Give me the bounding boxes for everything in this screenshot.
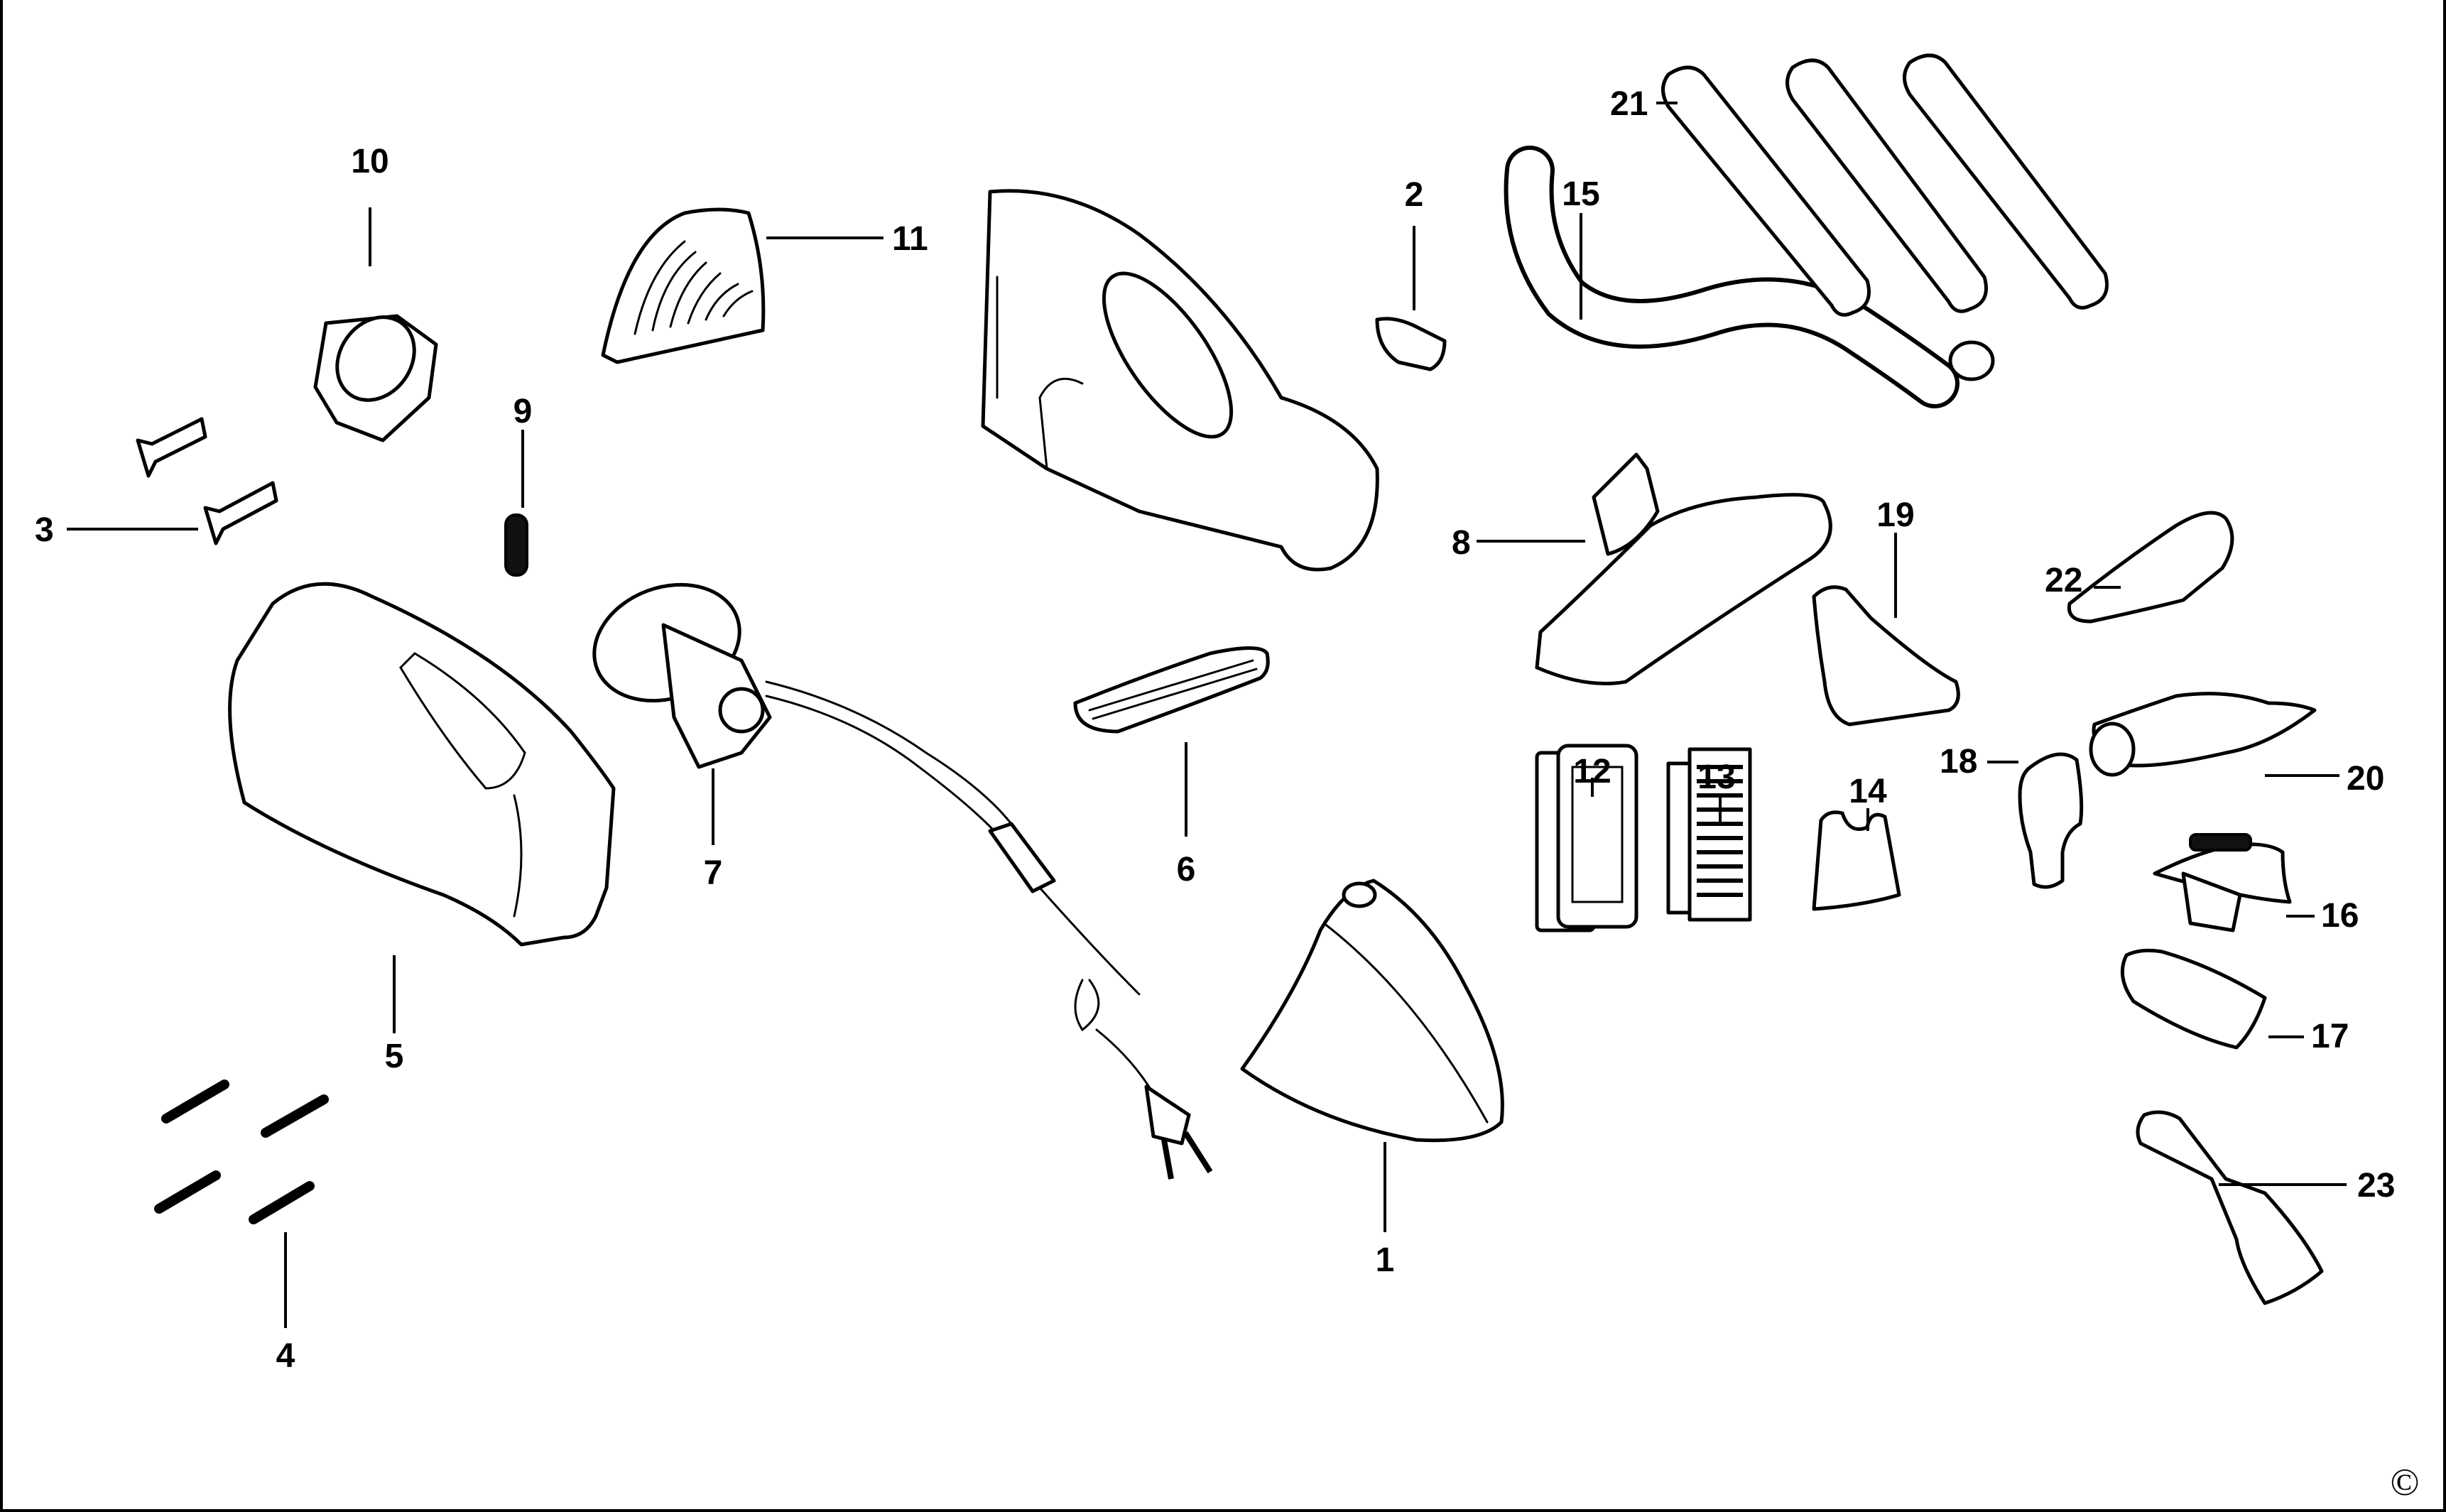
part-2-switch[interactable]: [1375, 317, 1447, 371]
part-7-motor-cord[interactable]: [578, 565, 1213, 1180]
part-18-adapter[interactable]: [2018, 752, 2084, 889]
callout-6: 6: [1177, 851, 1196, 888]
part-13-pleated-filter[interactable]: [1666, 747, 1752, 922]
part-8-floor-nozzle[interactable]: [1535, 452, 1832, 685]
copyright-symbol: ©: [2390, 1461, 2419, 1503]
part-3-screws[interactable]: [136, 417, 278, 545]
callout-7: 7: [704, 854, 723, 892]
callout-20: 20: [2347, 760, 2384, 798]
callout-3: 3: [35, 511, 54, 549]
part-17-wide-nozzle[interactable]: [2120, 948, 2267, 1050]
part-6-grille-pad[interactable]: [1073, 646, 1270, 734]
callout-22: 22: [2045, 562, 2082, 599]
callout-8: 8: [1452, 524, 1471, 562]
callout-12: 12: [1573, 753, 1611, 790]
callout-5: 5: [385, 1038, 404, 1075]
callout-17: 17: [2311, 1018, 2349, 1055]
callout-10: 10: [351, 143, 388, 180]
part-14-foam-filter[interactable]: [1812, 810, 1901, 911]
callout-15: 15: [1562, 175, 1599, 213]
callout-1: 1: [1376, 1241, 1395, 1279]
part-10-button-cap[interactable]: [313, 303, 438, 442]
part-23-crevice[interactable]: [2136, 1110, 2324, 1305]
part-4-screws[interactable]: [154, 1079, 329, 1224]
part-22-inflation[interactable]: [2067, 511, 2234, 624]
callout-23: 23: [2357, 1167, 2395, 1204]
callout-11: 11: [892, 220, 928, 258]
diagram-canvas: 10 11 3 9 5 4: [35, 53, 2420, 1503]
part-11-vent-grille[interactable]: [601, 207, 766, 364]
part-5-housing[interactable]: [228, 582, 616, 947]
callout-9: 9: [513, 393, 533, 430]
part-19-upholstery[interactable]: [1812, 585, 1960, 727]
part-12-filter-frame[interactable]: [1535, 744, 1638, 932]
part-1-nozzle-cover[interactable]: [1240, 879, 1504, 1143]
main-body-housing: [981, 189, 1379, 572]
callout-19: 19: [1876, 496, 1914, 534]
callout-18: 18: [1940, 743, 1977, 781]
part-21-tubes[interactable]: [1661, 53, 2109, 317]
part-15-hose[interactable]: [1504, 146, 1995, 408]
callout-4: 4: [276, 1337, 295, 1375]
part-20-adapter[interactable]: [2089, 692, 2317, 777]
part-9-spring[interactable]: [504, 513, 528, 577]
callout-16: 16: [2321, 897, 2359, 935]
callout-13: 13: [1697, 758, 1735, 796]
part-16-brush[interactable]: [2153, 833, 2292, 932]
callout-2: 2: [1405, 176, 1424, 214]
callout-21: 21: [1610, 85, 1648, 123]
callout-14: 14: [1849, 773, 1887, 810]
